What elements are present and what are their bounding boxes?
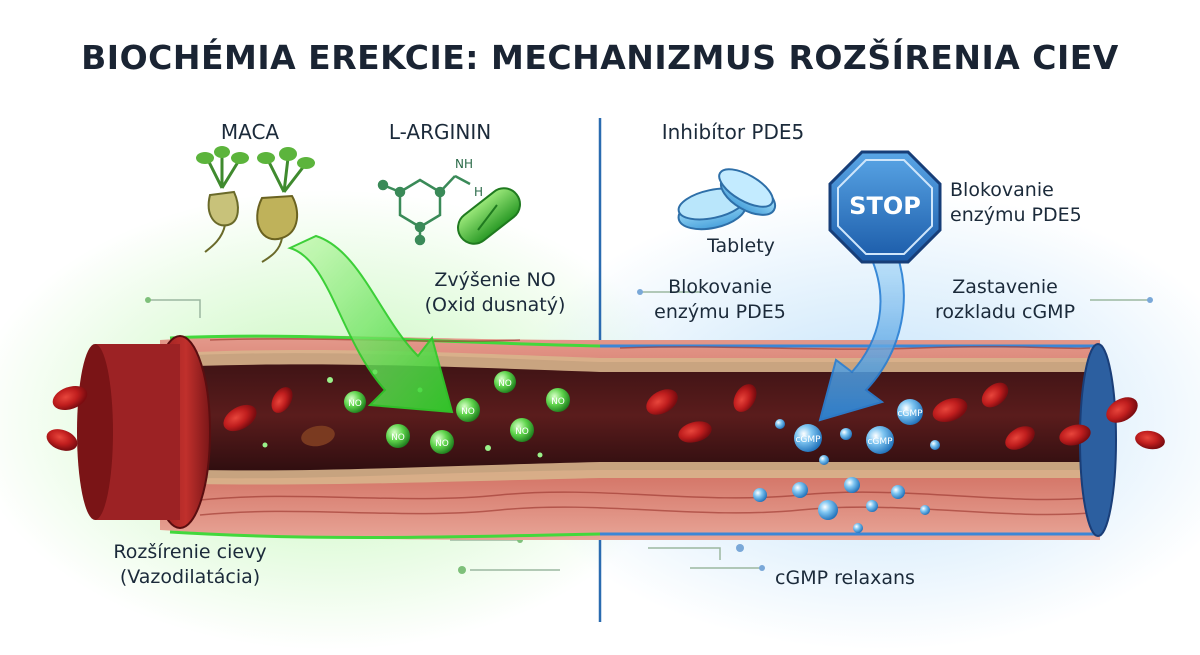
no-molecule-label: NO [461, 407, 475, 417]
green-arrow [287, 234, 454, 414]
page-title: BIOCHÉMIA EREKCIE: MECHANIZMUS ROZŠÍRENI… [81, 38, 1119, 77]
no-molecule: NO [386, 424, 410, 448]
no-spark [537, 452, 543, 458]
constricted-segment-outline [600, 344, 1098, 536]
vessel-stub-end [77, 344, 113, 520]
no-increase-line1: Zvýšenie NO [434, 269, 556, 291]
halt-line1: Zastavenie [952, 276, 1058, 298]
cgmp-relaxant-label: cGMP relaxans [775, 567, 915, 589]
red-blood-cell [733, 384, 757, 412]
no-spark [262, 442, 268, 448]
no-molecule: NO [510, 418, 534, 442]
vasodilation-label: Rozšírenie cievy (Vazodilatácia) [90, 540, 290, 590]
cgmp-molecule: cGMP [866, 426, 894, 454]
red-blood-cell [932, 397, 968, 423]
no-molecule: NO [494, 371, 516, 393]
no-molecule: NO [344, 391, 366, 413]
arginine-nh-label: NH [455, 157, 473, 171]
red-blood-cell [301, 425, 335, 447]
circuit-decorations [145, 289, 1153, 574]
stop-caption-line2: enzýmu PDE5 [950, 204, 1082, 226]
vasodilation-line1: Rozšírenie cievy [113, 541, 267, 563]
halt-line2: rozkladu cGMP [934, 301, 1076, 323]
maca-label: MACA [220, 120, 280, 144]
blocking-line1: Blokovanie [668, 276, 772, 298]
inhibitor-label: Inhibítor PDE5 [661, 120, 805, 144]
stop-caption-line1: Blokovanie [950, 179, 1054, 201]
no-molecule-label: NO [498, 379, 512, 389]
blocking-line2: enzýmu PDE5 [654, 301, 786, 323]
cgmp-bubble [866, 500, 878, 512]
endothelium-bottom [195, 462, 1090, 485]
red-blood-cell [981, 382, 1009, 408]
vasodilation-line2: (Vazodilatácia) [119, 566, 261, 588]
arginine-molecule-icon [377, 174, 471, 246]
blood-vessel [77, 334, 1117, 540]
no-molecules: NO NO NO NO NO NO NO [262, 369, 570, 458]
cgmp-bubble [844, 477, 860, 493]
no-molecule-label: NO [551, 397, 565, 407]
no-molecule: NO [546, 388, 570, 412]
tablets-icon [677, 168, 777, 231]
no-spark [327, 377, 333, 383]
cgmp-molecule: cGMP [794, 424, 822, 452]
red-blood-cells [46, 382, 1165, 451]
red-blood-cell [1059, 424, 1091, 446]
arginine-label: L-ARGININ [388, 120, 492, 144]
cgmp-bubble [930, 440, 940, 450]
red-blood-cell [1005, 426, 1035, 450]
no-molecule-label: NO [391, 433, 405, 443]
cgmp-bubble [853, 523, 863, 533]
blocking-label: Blokovanie enzýmu PDE5 [635, 275, 805, 325]
no-spark [485, 445, 491, 451]
cgmp-bubble [792, 482, 808, 498]
red-blood-cell [46, 429, 78, 451]
stop-sign-text: STOP [849, 192, 921, 220]
red-blood-cell [646, 389, 678, 415]
cgmp-molecule-label: cGMP [867, 437, 893, 447]
red-blood-cell [52, 385, 88, 411]
cgmp-bubble [920, 505, 930, 515]
no-molecule: NO [430, 430, 454, 454]
red-blood-cell [678, 421, 712, 443]
no-molecule-label: NO [435, 439, 449, 449]
stop-caption: Blokovanie enzýmu PDE5 [950, 178, 1130, 228]
muscle-fibers [199, 338, 1091, 516]
red-blood-cell [223, 404, 257, 432]
cgmp-bubble [753, 488, 767, 502]
arginine-h-label: H [474, 185, 483, 199]
red-blood-cell [1135, 430, 1165, 450]
cgmp-bubble [818, 500, 838, 520]
halt-label: Zastavenie rozkladu cGMP [915, 275, 1095, 325]
stop-sign-icon: STOP [828, 150, 942, 264]
no-molecule: NO [456, 398, 480, 422]
no-increase-line2: (Oxid dusnatý) [424, 294, 566, 316]
cgmp-molecule: cGMP [897, 399, 923, 425]
no-molecule-label: NO [515, 427, 529, 437]
red-blood-cell [1106, 397, 1138, 423]
tablets-label: Tablety [707, 235, 775, 257]
no-molecule-label: NO [348, 399, 362, 409]
cgmp-bubble [840, 428, 852, 440]
cgmp-molecule-label: cGMP [897, 409, 923, 419]
maca-root-icon [196, 146, 315, 263]
blue-arrow [818, 250, 905, 422]
cgmp-bubble [891, 485, 905, 499]
red-blood-cell [271, 387, 293, 413]
no-increase-label: Zvýšenie NO (Oxid dusnatý) [405, 268, 585, 318]
cgmp-molecule-label: cGMP [795, 435, 821, 445]
cgmp-bubble [775, 419, 785, 429]
capsule-icon [457, 187, 521, 245]
cgmp-bubble [819, 455, 829, 465]
cgmp-bubbles: cGMP cGMP cGMP [753, 399, 940, 533]
